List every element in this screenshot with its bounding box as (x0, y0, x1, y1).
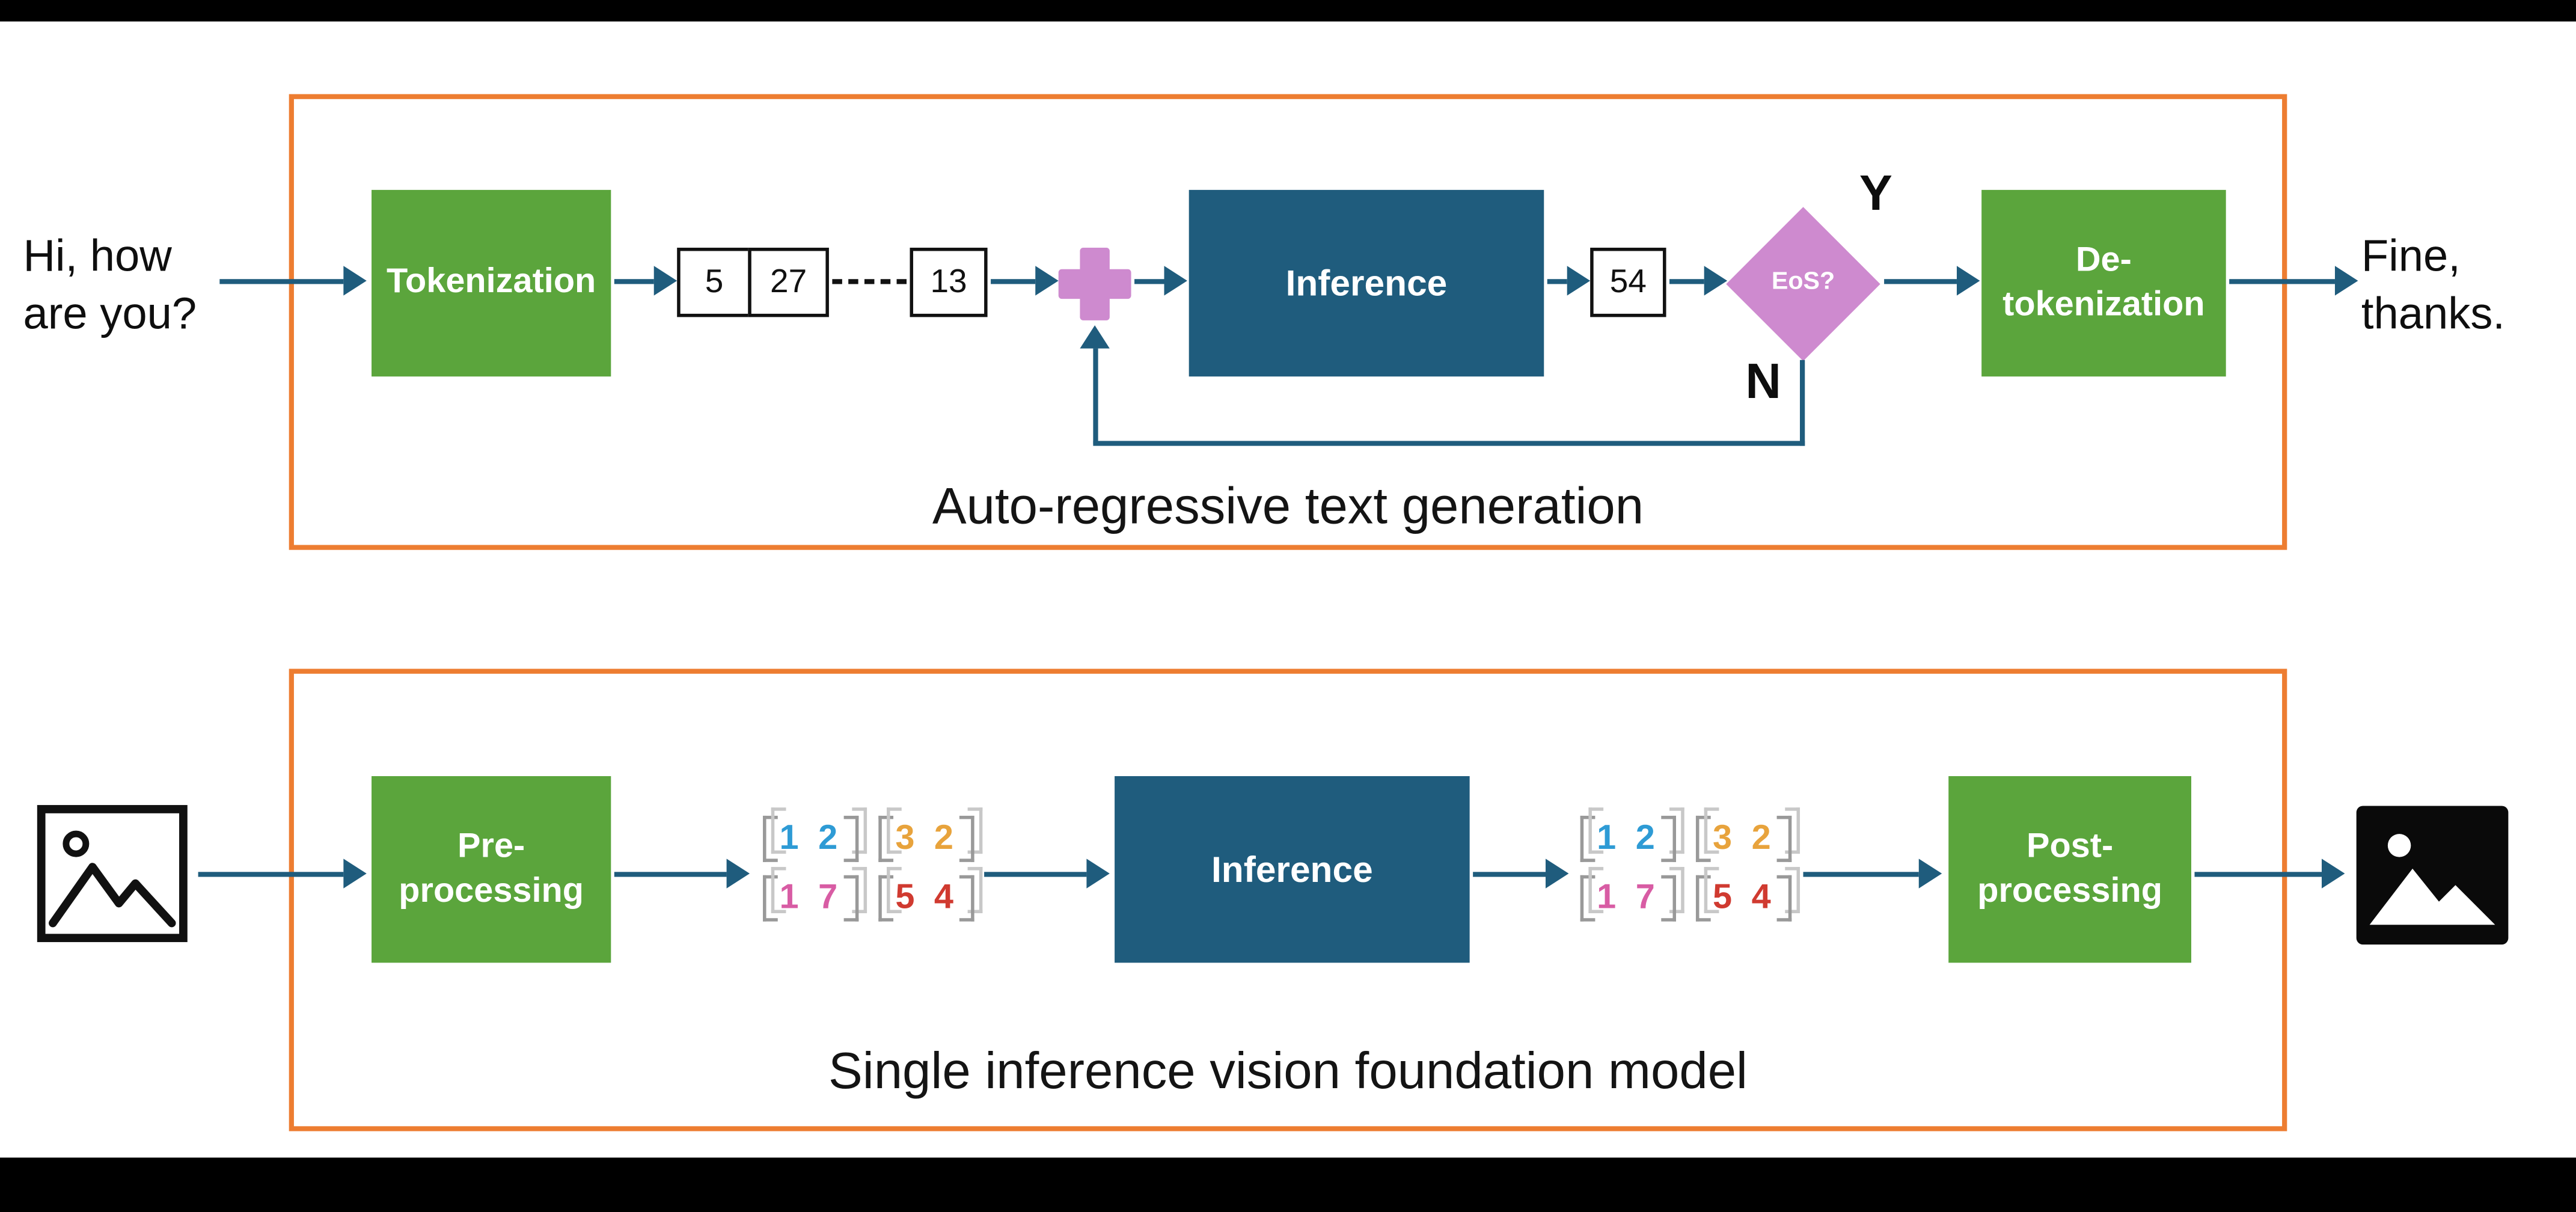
arrow-tensor-to-inference-head (1086, 858, 1110, 889)
matrix-values: 1 7 (779, 878, 843, 917)
inference-box-vision: Inference (1115, 776, 1470, 963)
matrix-ghost (1588, 807, 1685, 854)
vision-caption: Single inference vision foundation model (828, 1042, 1748, 1100)
arrow-eos-to-detokenization-head (1956, 266, 1980, 296)
token-box-2: 27 (748, 248, 829, 317)
arrow-tokens-to-concat-head (1035, 266, 1059, 296)
preprocessing-label: Pre- processing (399, 827, 584, 910)
bottom-letterbox-bar (0, 1157, 2576, 1212)
matrix-ghost (1704, 807, 1801, 854)
arrow-image-to-preprocessing-line (198, 872, 344, 877)
loop-arrow-head (1080, 325, 1110, 349)
arrow-input-to-tokenization-head (343, 266, 367, 296)
arrow-postprocessing-to-image-head (2322, 858, 2345, 889)
matrix-cell: 1 2 (763, 807, 868, 862)
concat-plus-icon (1058, 248, 1131, 320)
matrix-cell: 3 2 (878, 807, 984, 862)
matrix-ghost (1588, 867, 1685, 913)
matrix-ghost (887, 867, 984, 913)
arrow-preprocessing-to-tensor-head (726, 858, 750, 889)
detokenization-box: De- tokenization (1981, 189, 2226, 377)
tokenization-label: Tokenization (387, 263, 596, 301)
output-token-box: 54 (1590, 248, 1666, 317)
arrow-output-token-to-eos-head (1704, 266, 1728, 296)
arrow-inference-to-tensor-out-head (1546, 858, 1569, 889)
token-ellipsis-dash (832, 279, 907, 284)
eos-label: EoS? (1771, 267, 1835, 296)
postprocessing-box: Post- processing (1948, 776, 2192, 963)
matrix-values: 5 4 (1712, 878, 1776, 917)
tokenization-box: Tokenization (372, 189, 611, 377)
matrix-values: 1 2 (779, 819, 843, 857)
matrix-cell: 1 7 (763, 867, 868, 922)
matrix-values: 1 2 (1597, 819, 1660, 857)
arrow-image-to-preprocessing-head (343, 858, 367, 889)
input-text: Hi, how are you? (23, 231, 197, 339)
postprocessing-label: Post- processing (1977, 827, 2162, 910)
matrix-cell: 5 4 (1696, 867, 1801, 922)
inference-label-text: Inference (1285, 262, 1448, 304)
preprocessing-box: Pre- processing (372, 776, 611, 963)
token-box-1: 5 (677, 248, 751, 317)
vision-frame (289, 669, 2287, 1131)
arrow-postprocessing-to-image-line (2194, 872, 2322, 877)
matrix-cell: 1 2 (1580, 807, 1685, 862)
loop-line-up (1093, 348, 1098, 444)
arrow-preprocessing-to-tensor-line (614, 872, 727, 877)
tensor-batch-output: 1 2 3 2 1 7 5 4 (1580, 807, 1801, 922)
arrow-inference-to-output-token-head (1567, 266, 1591, 296)
matrix-values: 1 7 (1597, 878, 1660, 917)
arrow-tokens-to-concat-line (991, 279, 1036, 284)
arrow-tokenization-to-tokens-head (653, 266, 678, 296)
arrow-tensor-to-inference-line (984, 872, 1087, 877)
matrix-ghost (771, 867, 868, 913)
arrow-concat-to-inference-line (1134, 279, 1164, 284)
autoregressive-caption: Auto-regressive text generation (932, 477, 1644, 535)
autoregressive-frame (289, 94, 2287, 550)
arrow-detokenization-to-output-head (2334, 266, 2358, 296)
output-text: Fine, thanks. (2361, 231, 2506, 339)
detokenization-label: De- tokenization (2002, 241, 2205, 323)
arrow-detokenization-to-output-line (2229, 279, 2335, 284)
matrix-cell: 1 7 (1580, 867, 1685, 922)
arrow-input-to-tokenization-line (219, 279, 344, 284)
matrix-values: 3 2 (1712, 819, 1776, 857)
inference-label-vision: Inference (1211, 848, 1373, 890)
output-image-icon (2356, 806, 2509, 945)
arrow-output-token-to-eos-line (1669, 279, 1704, 284)
matrix-values: 5 4 (895, 878, 959, 917)
inference-box-text: Inference (1189, 189, 1544, 377)
arrow-tokenization-to-tokens-line (614, 279, 654, 284)
matrix-cell: 5 4 (878, 867, 984, 922)
matrix-ghost (887, 807, 984, 854)
arrow-tensor-out-to-postprocessing-head (1918, 858, 1942, 889)
loop-line-across (1093, 441, 1805, 446)
top-letterbox-bar (0, 0, 2576, 22)
arrow-inference-to-tensor-out-line (1473, 872, 1546, 877)
token-box-3: 13 (910, 248, 988, 317)
arrow-inference-to-output-token-line (1547, 279, 1567, 284)
tensor-batch-input: 1 2 3 2 1 7 5 4 (763, 807, 984, 922)
input-image-icon (37, 805, 188, 943)
eos-yes-label: Y (1859, 167, 1892, 222)
arrow-concat-to-inference-head (1164, 266, 1187, 296)
eos-no-label: N (1745, 355, 1781, 410)
matrix-ghost (1704, 867, 1801, 913)
matrix-values: 3 2 (895, 819, 959, 857)
arrow-eos-to-detokenization-line (1884, 279, 1957, 284)
matrix-ghost (771, 807, 868, 854)
matrix-cell: 3 2 (1696, 807, 1801, 862)
arrow-tensor-out-to-postprocessing-line (1803, 872, 1919, 877)
loop-line-down (1800, 360, 1805, 446)
